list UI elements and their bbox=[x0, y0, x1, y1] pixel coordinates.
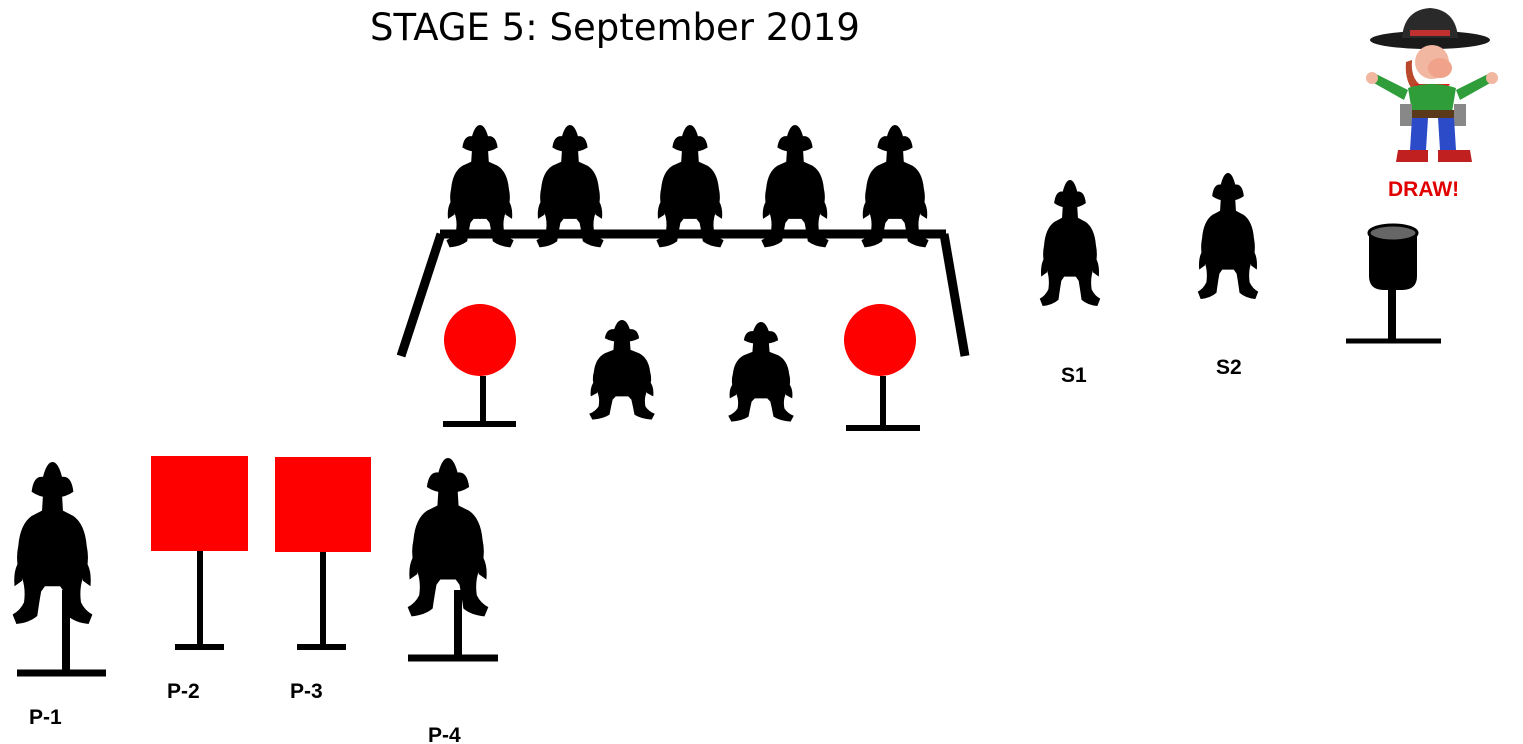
cowboy-target-icon bbox=[536, 125, 604, 248]
label-p4: P-4 bbox=[428, 724, 461, 744]
knockdown-target-icon bbox=[1346, 223, 1441, 344]
cowboy-target-icon bbox=[728, 322, 794, 422]
barricade-frame bbox=[396, 229, 970, 358]
cowboy-target-icon bbox=[656, 125, 724, 248]
pistol-target-p3 bbox=[275, 457, 371, 650]
cowboy-target-icon bbox=[446, 125, 514, 248]
round-plate-target-right bbox=[844, 304, 920, 431]
label-s2: S2 bbox=[1216, 356, 1242, 379]
cowboy-target-icon bbox=[589, 320, 655, 420]
pistol-target-p4 bbox=[407, 458, 498, 662]
shotgun-target-s2 bbox=[1197, 173, 1259, 299]
label-s1: S1 bbox=[1061, 364, 1087, 387]
pistol-target-p2 bbox=[151, 456, 248, 650]
stage-title: STAGE 5: September 2019 bbox=[370, 6, 860, 49]
label-p2: P-2 bbox=[167, 680, 200, 703]
label-p3: P-3 bbox=[290, 680, 323, 703]
pistol-target-p1 bbox=[12, 462, 106, 677]
draw-label: DRAW! bbox=[1388, 178, 1459, 201]
cowboy-target-icon bbox=[861, 125, 929, 248]
gunslinger-cartoon-icon bbox=[1366, 8, 1498, 162]
shotgun-target-s1 bbox=[1039, 180, 1101, 306]
cowboy-target-icon bbox=[761, 125, 829, 248]
label-p1: P-1 bbox=[29, 706, 62, 729]
round-plate-target-left bbox=[443, 304, 516, 427]
